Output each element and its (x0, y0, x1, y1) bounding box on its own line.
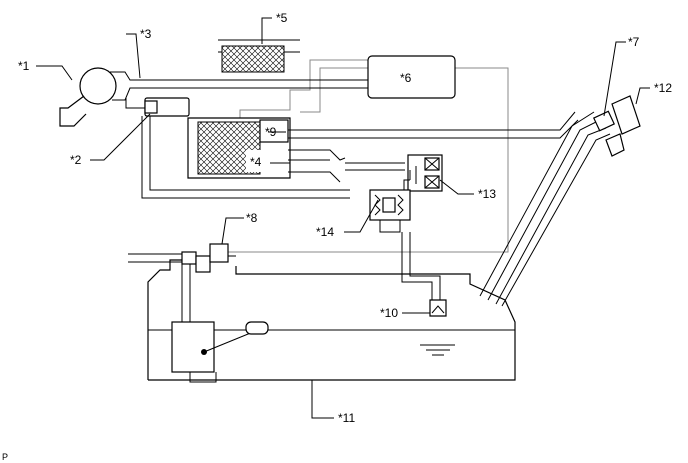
callout-4: *4 (250, 155, 262, 169)
fuel-line (128, 243, 236, 322)
callout-11: *11 (338, 411, 355, 425)
vent-tube (401, 232, 447, 317)
purge-vsv (125, 97, 350, 199)
check-valve (369, 179, 411, 233)
callout-7: *7 (628, 35, 640, 49)
ecm-box (367, 55, 456, 99)
charcoal-canister (187, 111, 579, 183)
callout-3: *3 (140, 27, 152, 41)
callout-9: *9 (265, 125, 277, 139)
callout-labels: *1 *2 *3 *4 *5 *6 *7 *8 *9 *10 *11 *12 *… (2, 11, 672, 462)
filler-pipe (479, 95, 641, 307)
leader-lines (36, 17, 650, 419)
callout-12: *12 (654, 81, 672, 95)
callout-14: *14 (316, 225, 334, 239)
air-cleaner (59, 67, 368, 127)
callout-13: *13 (478, 187, 496, 201)
pump-valve (407, 154, 443, 192)
callout-8: *8 (246, 211, 258, 225)
callout-6: *6 (400, 71, 412, 85)
fresh-air-filter (218, 39, 300, 73)
corner-mark: P (2, 452, 8, 462)
callout-10: *10 (380, 306, 398, 320)
callout-1: *1 (18, 59, 30, 73)
fuel-tank (147, 259, 516, 383)
callout-5: *5 (276, 11, 288, 25)
callout-2: *2 (70, 153, 82, 167)
